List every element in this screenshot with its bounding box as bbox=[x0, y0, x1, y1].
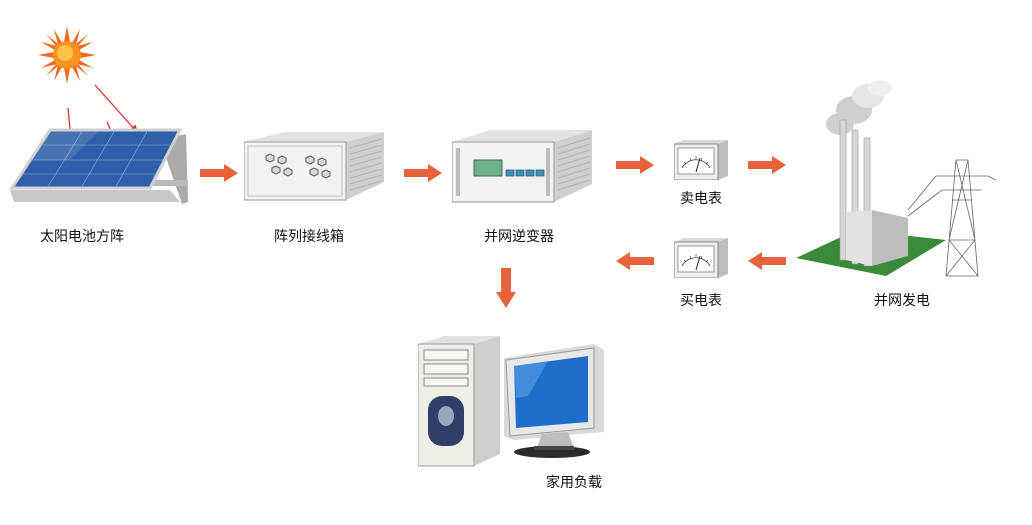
combiner-box-label: 阵列接线箱 bbox=[274, 229, 344, 245]
combiner-box-icon bbox=[244, 132, 396, 210]
power-plant-icon bbox=[796, 80, 996, 280]
flow-arrow-right bbox=[200, 164, 238, 182]
flow-arrow-right bbox=[404, 164, 442, 182]
solar-panel-icon bbox=[10, 120, 190, 212]
flow-arrow-down bbox=[496, 268, 516, 308]
flow-arrow-left bbox=[748, 252, 786, 270]
sell-meter-label: 卖电表 bbox=[680, 191, 722, 207]
inverter-label: 并网逆变器 bbox=[484, 229, 554, 245]
sun-icon bbox=[38, 26, 96, 84]
load-label: 家用负载 bbox=[546, 475, 602, 491]
solar-array-label: 太阳电池方阵 bbox=[40, 229, 124, 245]
grid-label: 并网发电 bbox=[874, 293, 930, 309]
buy-meter-label: 买电表 bbox=[680, 293, 722, 309]
sell-meter-icon bbox=[674, 138, 730, 180]
flow-arrow-left bbox=[616, 252, 654, 270]
inverter-icon bbox=[452, 130, 602, 212]
flow-arrow-right bbox=[616, 156, 654, 174]
computer-icon bbox=[418, 336, 618, 468]
flow-arrow-right bbox=[748, 156, 786, 174]
buy-meter-icon bbox=[674, 236, 730, 278]
